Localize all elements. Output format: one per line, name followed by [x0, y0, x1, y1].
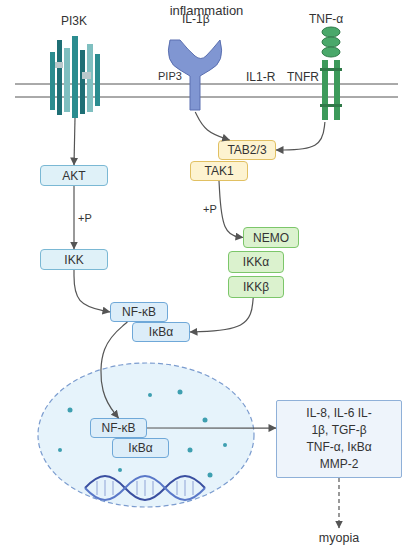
diagram-title: inflammation — [0, 3, 413, 18]
node-text: NF-κB — [122, 305, 156, 319]
pathway-arrow — [74, 118, 75, 165]
outcome-text: myopia — [310, 528, 368, 548]
pathway-arrow — [190, 298, 253, 332]
phosphorylation-label: +P — [78, 212, 92, 224]
node-text: PI3K — [61, 14, 87, 28]
pathway-arrow — [74, 270, 110, 312]
protein-box: IKKα — [228, 251, 284, 273]
pathway-arrow — [219, 181, 243, 238]
phosphorylation-label: +P — [203, 203, 217, 215]
protein-box: TAB2/3 — [218, 140, 276, 160]
node-text: NF-κB — [102, 421, 136, 435]
pathway-arrow — [195, 112, 229, 140]
tnf-receptor — [320, 27, 342, 120]
protein-box: IKKβ — [228, 276, 284, 298]
pi3k-receptor — [50, 36, 100, 118]
node-text: IL1-R — [246, 70, 275, 84]
cytokine-box: IL-8, IL-6 IL-1β, TGF-β TNF-α, IκBα MMP-… — [276, 400, 402, 478]
node-text: IκBα — [128, 441, 152, 455]
node-text: TAK1 — [204, 164, 233, 178]
pathway-arrow — [338, 478, 339, 528]
node-text: TNF-α — [309, 12, 343, 26]
node-text: AKT — [62, 169, 85, 183]
node-text: NEMO — [253, 231, 289, 245]
protein-box: IκBα — [132, 322, 190, 342]
receptor: PI3K — [45, 14, 105, 118]
kinase-box: IKK — [40, 249, 108, 270]
membrane-label: PIP3 — [158, 70, 182, 82]
pathway-arrow — [276, 122, 325, 150]
node-text: myopia — [319, 531, 359, 545]
pathway-arrow — [147, 427, 276, 428]
protein-box: NF-κB — [90, 418, 147, 438]
node-text: TAB2/3 — [227, 143, 266, 157]
protein-box: NF-κB — [110, 302, 168, 322]
node-text: IKK — [64, 253, 83, 267]
node-text: IκBα — [149, 325, 173, 339]
protein-box: NEMO — [243, 227, 299, 248]
nucleus — [38, 363, 254, 507]
protein-box: TAK1 — [190, 161, 248, 181]
node-text: TNFR — [287, 70, 319, 84]
protein-box: IκBα — [112, 438, 169, 458]
node-text: IL-8, IL-6 IL-1β, TGF-β TNF-α, IκBα MMP-… — [301, 405, 377, 473]
receptor: IL-1βIL1-R — [160, 12, 235, 112]
node-text: IKKα — [243, 255, 269, 269]
pathway-arrow — [101, 322, 127, 418]
node-text: IKKβ — [243, 280, 269, 294]
pathway-arrow — [73, 186, 74, 249]
dna-helix — [85, 476, 205, 500]
receptor: TNF-αTNFR — [285, 12, 355, 122]
kinase-box: AKT — [40, 165, 108, 186]
